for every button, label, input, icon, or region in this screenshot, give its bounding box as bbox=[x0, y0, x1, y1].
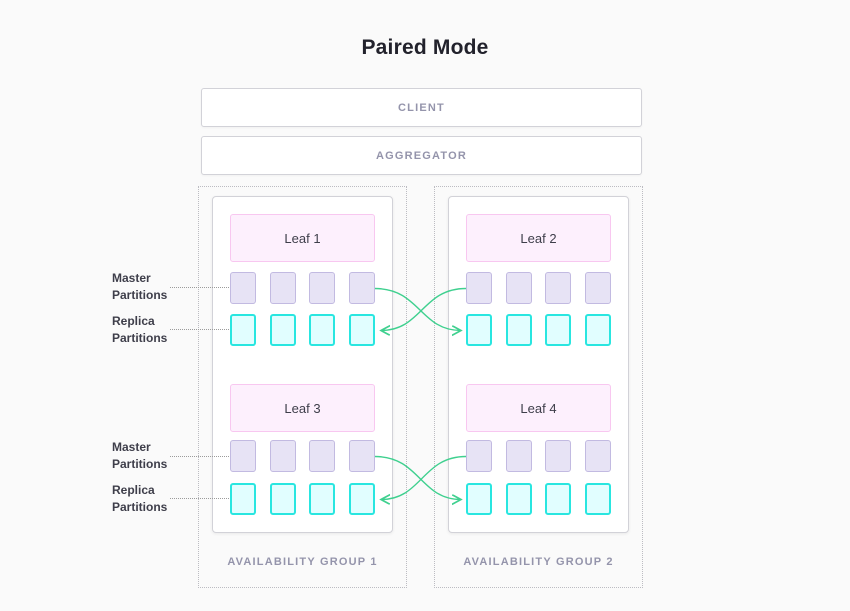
group-1-leaf-1-master-row bbox=[230, 272, 375, 304]
replica-partition bbox=[545, 483, 572, 515]
replica-partition bbox=[309, 483, 336, 515]
replica-partitions-label-top: Replica Partitions bbox=[112, 314, 168, 345]
leader-line-replica-top bbox=[170, 329, 229, 330]
replica-partition bbox=[348, 314, 375, 346]
replica-partition bbox=[505, 483, 532, 515]
master-partitions-label-bottom: Master Partitions bbox=[112, 440, 168, 471]
replica-partition bbox=[466, 314, 492, 346]
master-partition bbox=[466, 272, 492, 304]
group-1-leaf-3-replica-row bbox=[230, 483, 375, 515]
master-partition bbox=[230, 440, 256, 472]
master-partition bbox=[584, 272, 611, 304]
replica-partition bbox=[545, 314, 572, 346]
leader-line-master-top bbox=[170, 287, 229, 288]
availability-group-2: Leaf 2 Leaf 4 AVAILABILITY GROUP 2 bbox=[434, 186, 643, 588]
aggregator-box: AGGREGATOR bbox=[201, 136, 642, 175]
replica-partition bbox=[230, 314, 256, 346]
master-partition bbox=[309, 272, 336, 304]
master-partition bbox=[505, 440, 532, 472]
group-1-leaf-1-replica-row bbox=[230, 314, 375, 346]
leaf-1-label: Leaf 1 bbox=[284, 230, 321, 246]
group-2-leaf-4-replica-row bbox=[466, 483, 611, 515]
leaf-1-box: Leaf 1 bbox=[230, 214, 375, 262]
client-label: CLIENT bbox=[398, 101, 445, 114]
master-partition bbox=[505, 272, 532, 304]
replica-partitions-label-bottom: Replica Partitions bbox=[112, 483, 168, 514]
group-2-leaf-2-replica-row bbox=[466, 314, 611, 346]
replica-partition bbox=[505, 314, 532, 346]
leader-line-master-bottom bbox=[170, 456, 229, 457]
master-partition bbox=[584, 440, 611, 472]
replica-partition bbox=[584, 314, 611, 346]
leaf-3-box: Leaf 3 bbox=[230, 384, 375, 432]
leader-line-replica-bottom bbox=[170, 498, 229, 499]
page-title: Paired Mode bbox=[361, 36, 489, 59]
group-1-leaf-3-master-row bbox=[230, 440, 375, 472]
leaf-4-box: Leaf 4 bbox=[466, 384, 611, 432]
group-2-leaf-4-master-row bbox=[466, 440, 611, 472]
master-partition bbox=[230, 272, 256, 304]
master-partition bbox=[309, 440, 336, 472]
master-partition bbox=[545, 440, 572, 472]
group-2-caption: AVAILABILITY GROUP 2 bbox=[463, 556, 614, 568]
client-box: CLIENT bbox=[201, 88, 642, 127]
replica-partition bbox=[309, 314, 336, 346]
master-partition bbox=[269, 272, 296, 304]
leaf-2-box: Leaf 2 bbox=[466, 214, 611, 262]
replica-partition bbox=[466, 483, 492, 515]
leaf-4-label: Leaf 4 bbox=[520, 400, 557, 416]
master-partition bbox=[348, 440, 375, 472]
leaf-3-label: Leaf 3 bbox=[284, 400, 321, 416]
replica-partition bbox=[584, 483, 611, 515]
master-partition bbox=[466, 440, 492, 472]
group-2-node-box: Leaf 2 Leaf 4 bbox=[448, 196, 629, 533]
aggregator-label: AGGREGATOR bbox=[375, 149, 468, 162]
group-1-node-box: Leaf 1 Leaf 3 bbox=[212, 196, 393, 533]
group-2-leaf-2-master-row bbox=[466, 272, 611, 304]
replica-partition bbox=[230, 483, 256, 515]
availability-group-1: Leaf 1 Leaf 3 AVAILABILITY GROUP 1 bbox=[198, 186, 407, 588]
master-partition bbox=[545, 272, 572, 304]
master-partitions-label-top: Master Partitions bbox=[112, 271, 168, 302]
replica-partition bbox=[269, 483, 296, 515]
leaf-2-label: Leaf 2 bbox=[520, 230, 557, 246]
replica-partition bbox=[269, 314, 296, 346]
master-partition bbox=[269, 440, 296, 472]
master-partition bbox=[348, 272, 375, 304]
group-1-caption: AVAILABILITY GROUP 1 bbox=[227, 556, 378, 568]
replica-partition bbox=[348, 483, 375, 515]
